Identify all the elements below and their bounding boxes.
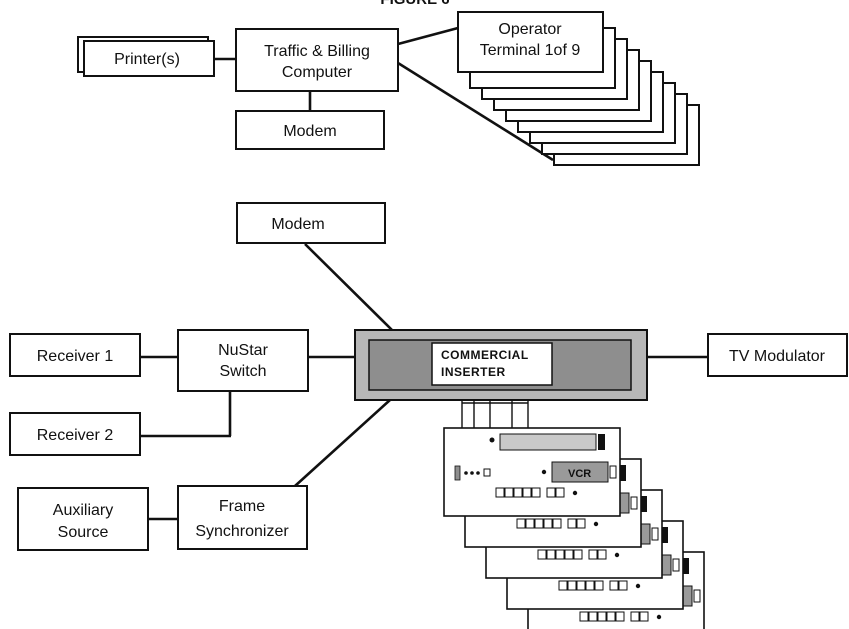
printer-stack [77,36,215,77]
tv-modulator-label: TV Modulator [729,348,826,365]
inserter-label-line1: COMMERCIAL [441,348,529,362]
top-modem-box [235,110,385,150]
inserter-vcr-connectors [461,400,529,428]
traffic-billing-computer-box [235,28,399,92]
inserter-framesync-link [294,399,391,487]
aux-label-line2: Source [58,524,109,541]
computer-terminal-link-top [397,26,459,46]
terminal-label-line1: Operator [498,21,562,38]
commercial-inserter-unit [354,329,648,401]
printer-label: Printer(s) [114,51,180,68]
tv-modulator-box [707,333,848,377]
vcr-unit: VCR [443,427,621,517]
vcr-stack: VCRVCRVCRVCRVCR [443,427,705,629]
figure-title: FIGURE 6 [380,0,449,8]
top-modem-label: Modem [283,123,336,140]
switch-label-line1: NuStar [218,342,268,359]
receiver2-box [9,412,141,456]
vcr-label: VCR [568,468,591,480]
aux-label-line1: Auxiliary [53,502,113,519]
receiver2-label: Receiver 2 [37,427,114,444]
modem-inserter-link [304,243,393,331]
computer-label-line1: Traffic & Billing [264,43,370,60]
auxiliary-source-box [17,487,149,551]
receiver1-box [9,333,141,377]
computer-terminal-link-bottom [397,61,554,162]
terminal-label-line2: Terminal 1of 9 [480,42,581,59]
frame-synchronizer-box [177,485,308,550]
receiver1-label: Receiver 1 [37,348,114,365]
computer-label-line2: Computer [282,64,353,81]
operator-terminal-stack [457,11,700,166]
inserter-label-line2: INSERTER [441,365,506,379]
nustar-switch-box [177,329,309,392]
bottom-modem-label: Modem [271,216,324,233]
bottom-modem-box [236,202,386,244]
switch-label-line2: Switch [219,363,266,380]
framesync-label-line2: Synchronizer [195,523,289,540]
framesync-label-line1: Frame [219,498,265,515]
